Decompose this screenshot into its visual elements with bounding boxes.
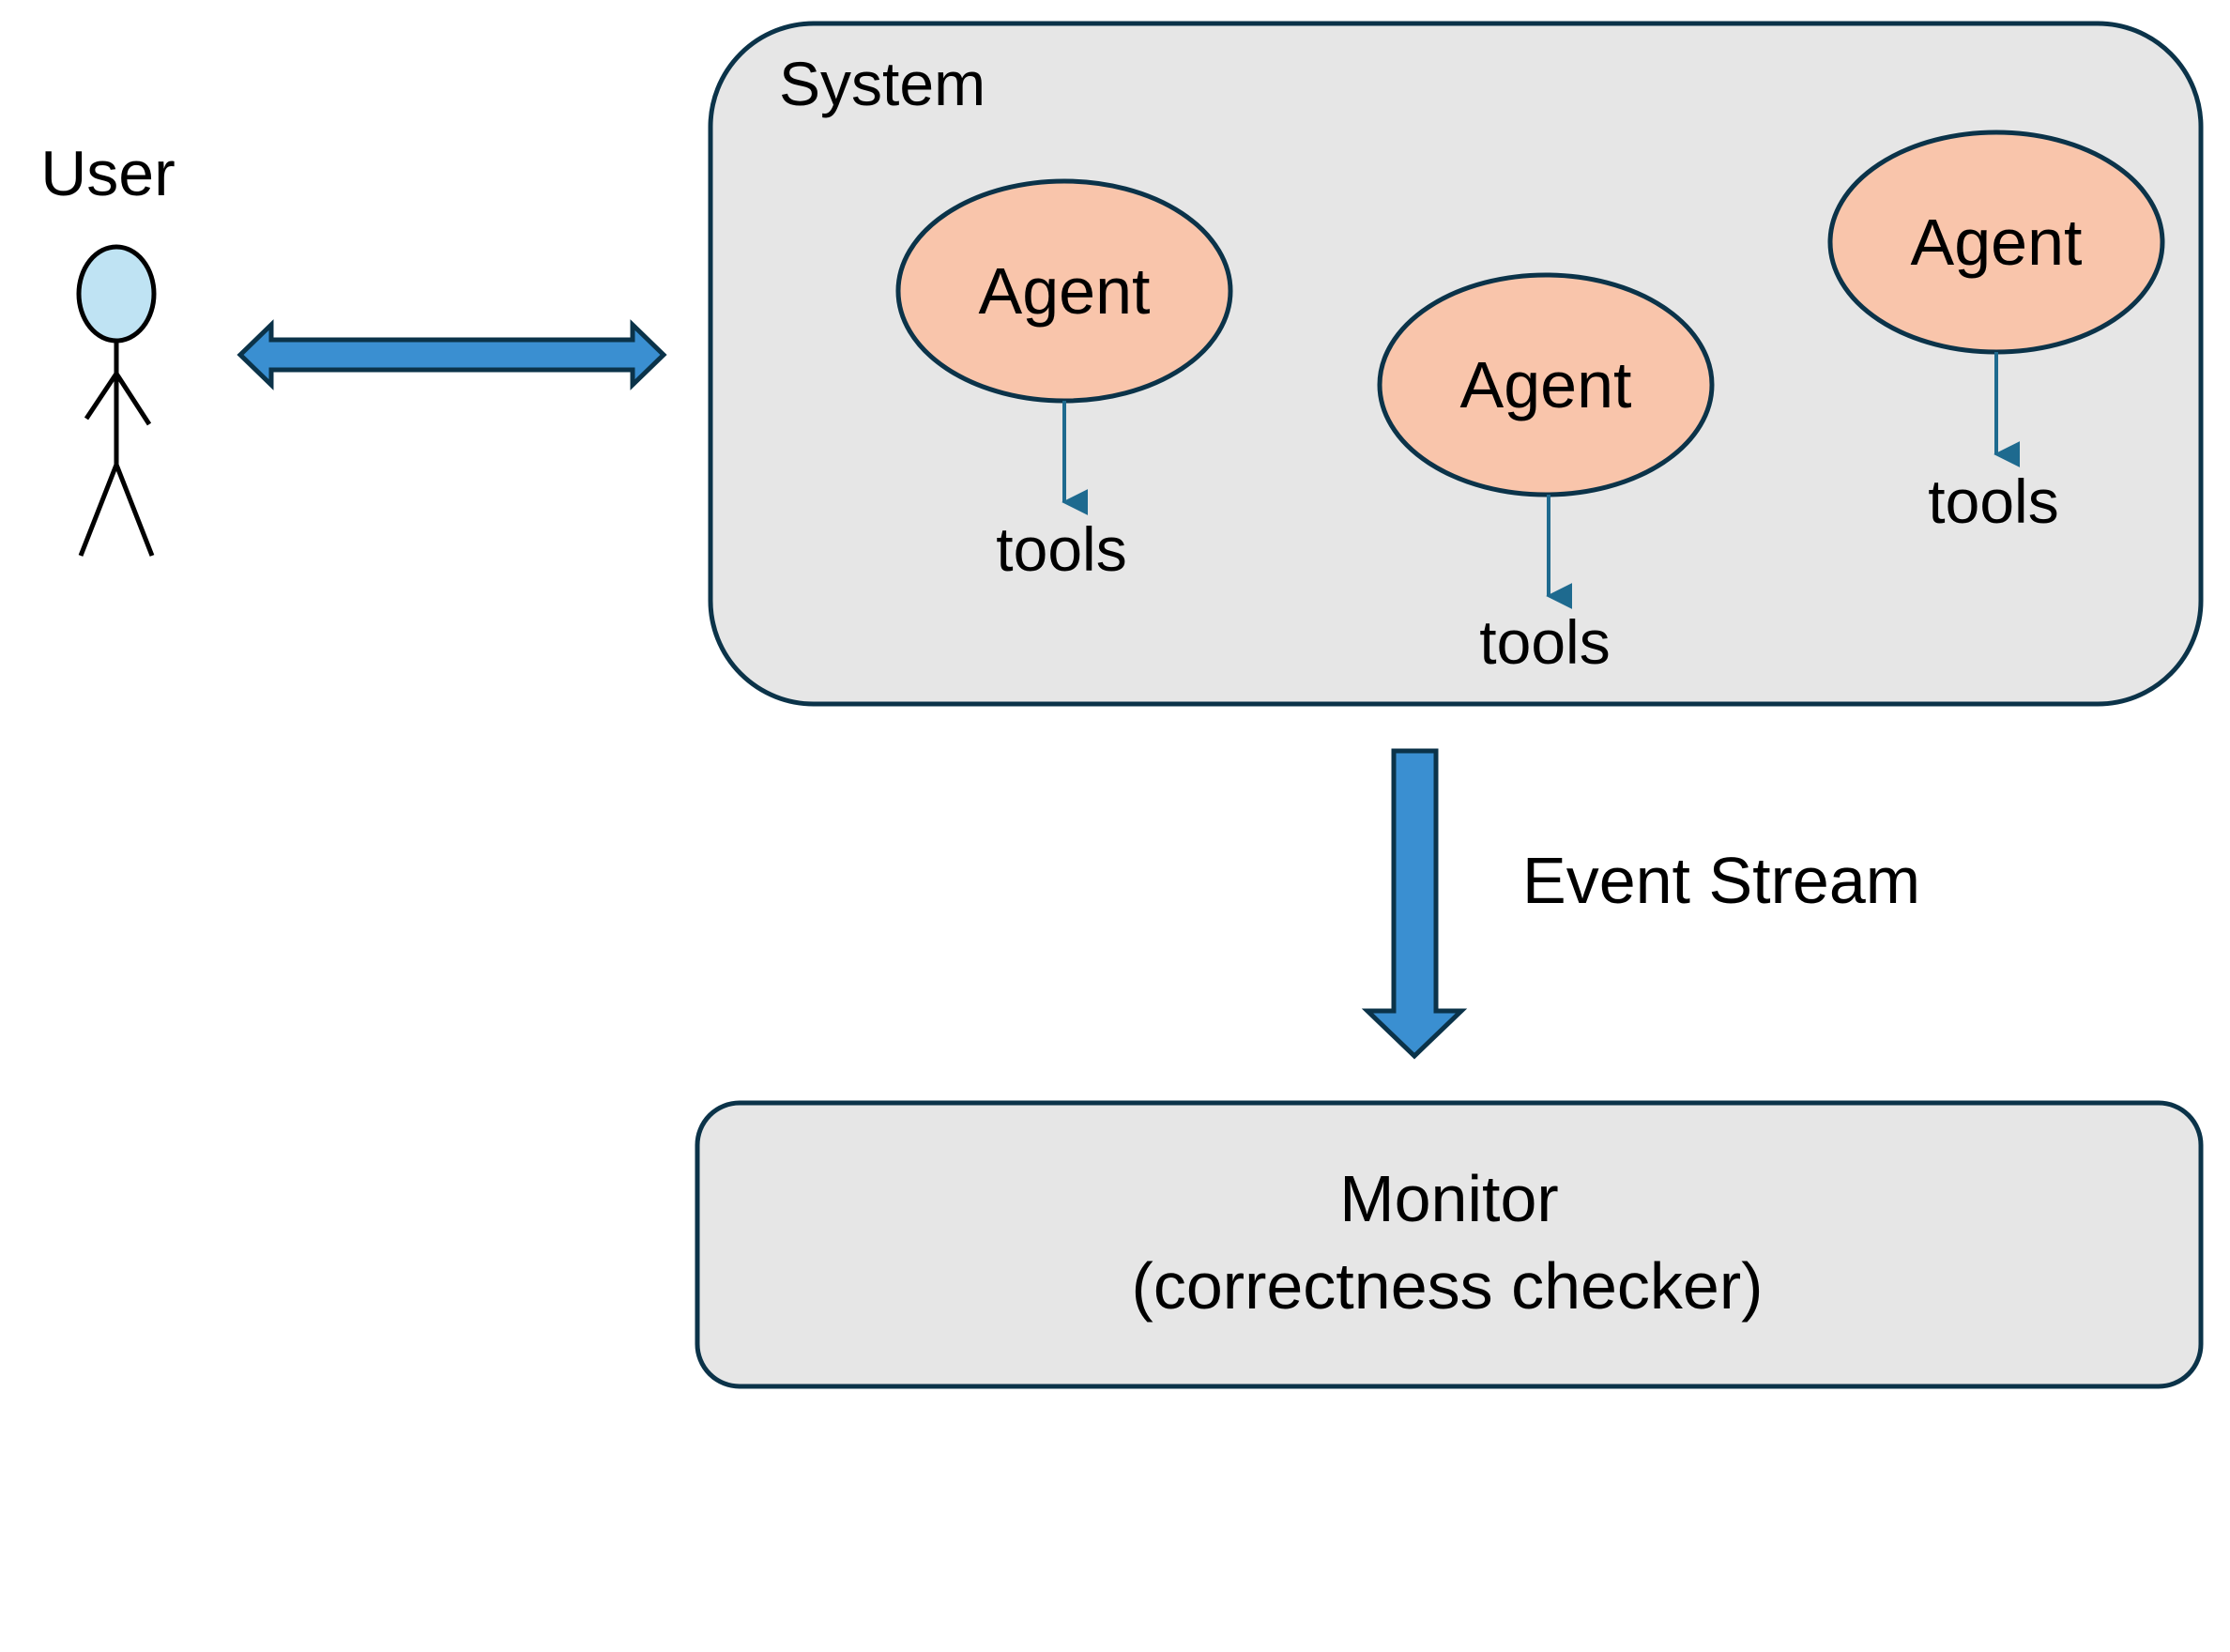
event-stream-arrow xyxy=(1361,748,1468,1060)
monitor-subtitle: (correctness checker) xyxy=(1132,1249,1764,1323)
user-label: User xyxy=(40,138,176,209)
user-left-leg xyxy=(78,464,119,557)
agent-1: Agent tools xyxy=(895,178,1233,584)
user-right-arm xyxy=(114,372,152,426)
user-system-arrow xyxy=(237,319,667,390)
event-stream-label: Event Stream xyxy=(1522,844,1920,917)
tools-label: tools xyxy=(1479,607,1610,677)
agent-3: Agent tools xyxy=(1827,130,2165,536)
system-box: System Agent tools Agent tools Agent too… xyxy=(708,21,2204,707)
agent-label: Agent xyxy=(1460,348,1632,421)
tools-label: tools xyxy=(996,514,1126,584)
user-figure: User xyxy=(40,138,176,557)
agent-node xyxy=(1377,272,1715,497)
user-left-arm xyxy=(84,372,119,421)
tools-label: tools xyxy=(1928,467,2058,536)
agent-2: Agent tools xyxy=(1377,272,1715,677)
agent-label: Agent xyxy=(1911,206,2083,279)
monitor-box: Monitor (correctness checker) xyxy=(695,1100,2204,1389)
monitor-container xyxy=(695,1100,2204,1389)
system-label: System xyxy=(779,49,985,118)
agent-label: Agent xyxy=(979,254,1151,328)
monitor-title: Monitor xyxy=(1339,1162,1558,1235)
user-right-leg xyxy=(114,464,155,557)
user-head xyxy=(76,244,157,344)
